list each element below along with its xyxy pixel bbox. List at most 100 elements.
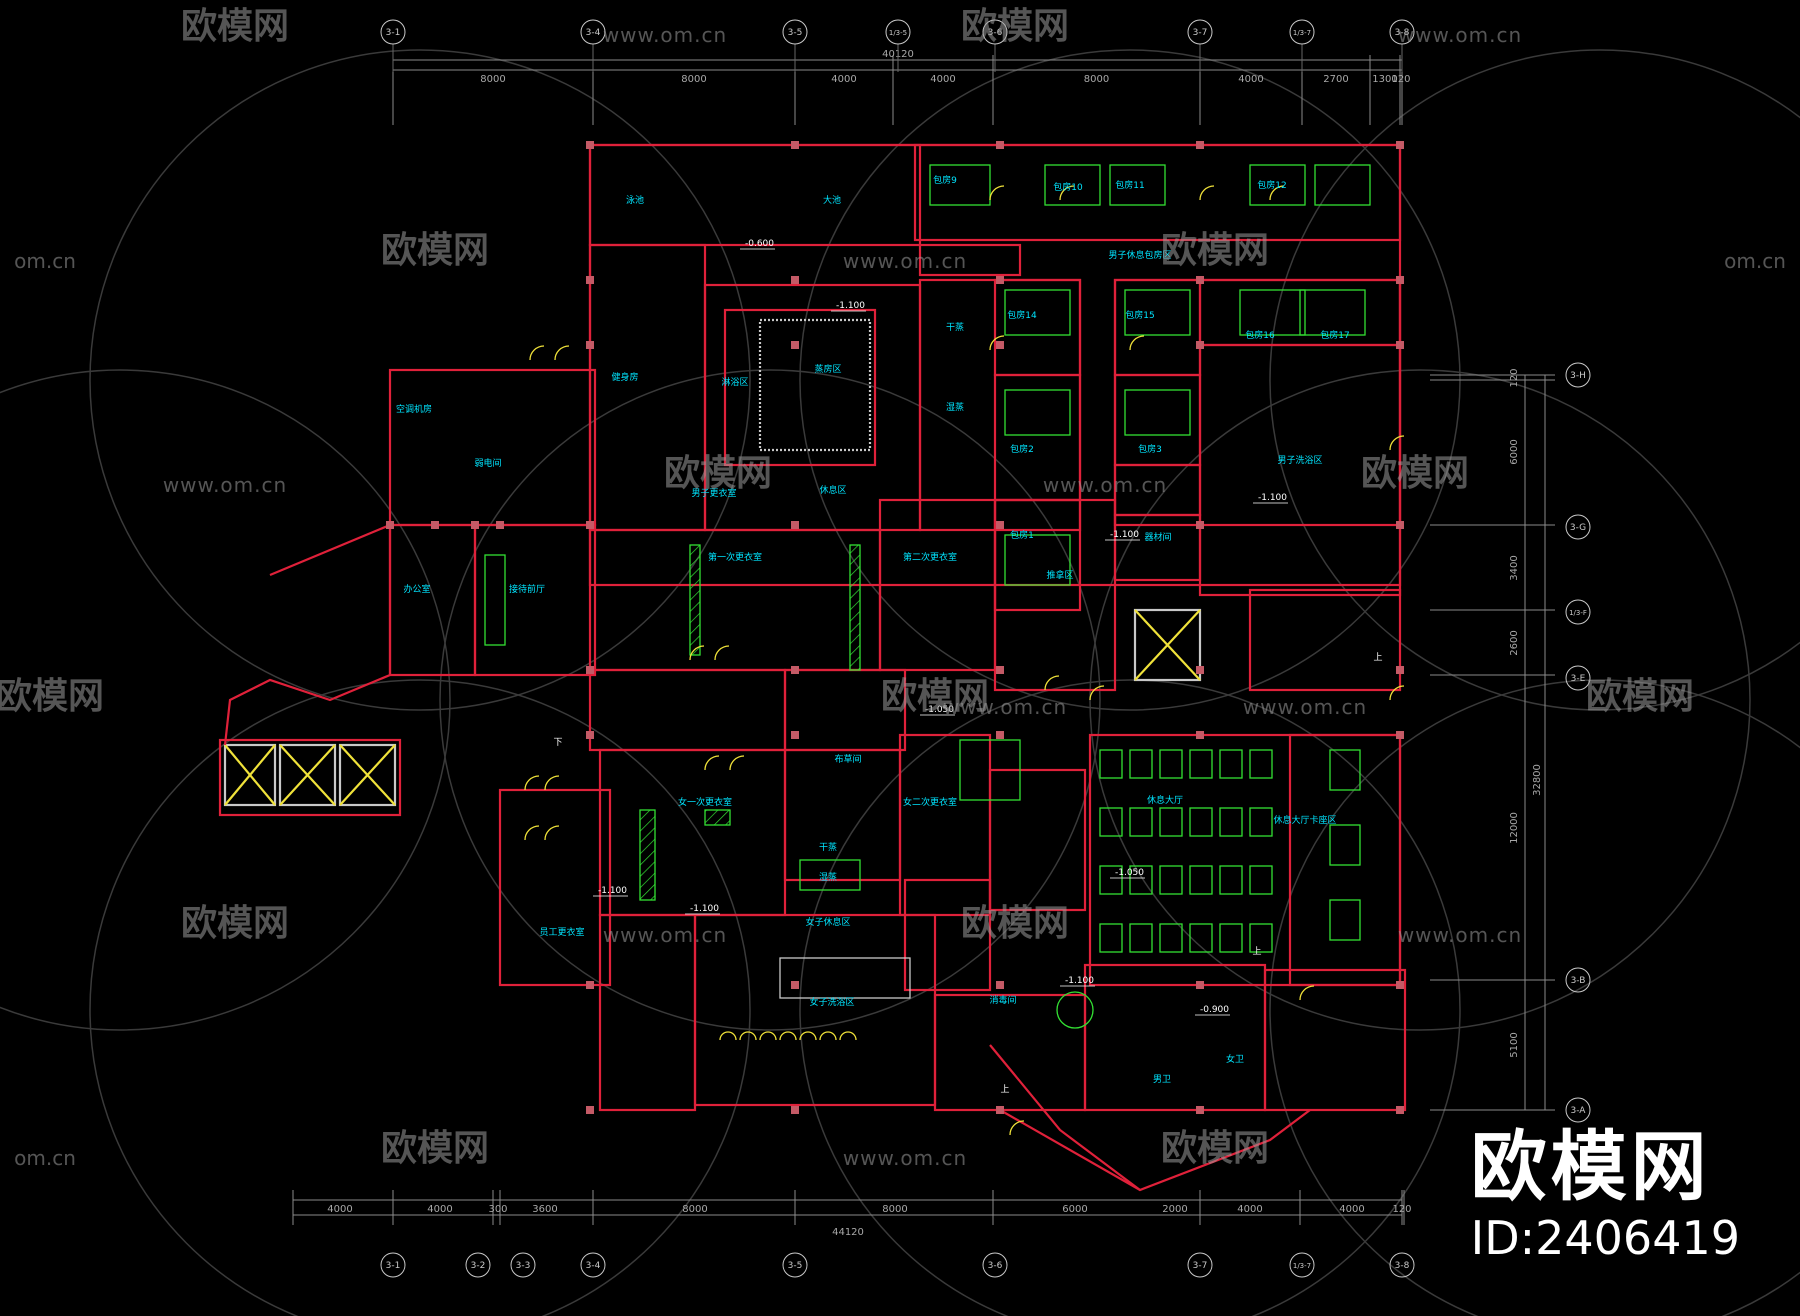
- top-grid-bubble-label: 3-1: [386, 28, 401, 38]
- structural-column: [586, 276, 594, 284]
- watermark-arc: [799, 679, 1461, 1316]
- lounge-chair: [1219, 865, 1243, 895]
- structural-column: [1396, 731, 1404, 739]
- bottom-sub-grid-bubble-label: 1/3-7: [1293, 1262, 1311, 1270]
- structural-column: [791, 666, 799, 674]
- level-marks-layer: -0.600-1.100-1.100-1.100-1.050-1.050-1.1…: [593, 239, 1288, 1016]
- door-swing: [1199, 185, 1215, 201]
- room-label: 包房9: [933, 174, 957, 186]
- structural-column: [791, 1106, 799, 1114]
- watermark-brand: 欧模网: [961, 6, 1069, 47]
- bottom-segment-dimension: 4000: [1237, 1204, 1262, 1215]
- structural-column: [586, 521, 594, 529]
- bed-furniture: [1109, 164, 1166, 206]
- room-label: 女子休息区: [805, 916, 850, 928]
- watermark-brand: 欧模网: [381, 1128, 489, 1169]
- elevator-lobby-wall: [218, 738, 402, 817]
- structural-column: [1196, 521, 1204, 529]
- bottom-grid-bubble: [380, 1252, 406, 1278]
- room-label: 员工更衣室: [539, 926, 584, 938]
- room-label: 空调机房: [396, 403, 432, 415]
- structural-column: [996, 666, 1004, 674]
- door-swing: [1269, 185, 1285, 201]
- structural-column: [996, 341, 1004, 349]
- wall-outline: [1113, 278, 1202, 377]
- watermark-brand: 欧模网: [961, 903, 1069, 944]
- lounge-chair: [1189, 807, 1213, 837]
- wall-outline: [898, 733, 992, 917]
- watermark-url: www.om.cn: [1243, 695, 1367, 719]
- wall-outline: [1288, 733, 1402, 987]
- lounge-chair: [1159, 749, 1183, 779]
- watermark-brand: 欧模网: [0, 676, 104, 717]
- product-id-badge: 欧模网 ID:2406419: [1471, 1128, 1740, 1266]
- card-seat: [1329, 824, 1361, 866]
- right-segment-dimension: 3400: [1509, 555, 1520, 580]
- level-elevation: -1.100: [1110, 530, 1139, 540]
- bottom-grid-bubble: [1187, 1252, 1213, 1278]
- lounge-chair: [1129, 807, 1153, 837]
- structural-column: [791, 521, 799, 529]
- wall-outline: [988, 768, 1087, 912]
- top-grid-bubble-label: 3-7: [1193, 28, 1208, 38]
- room-label: 湿蒸: [819, 871, 837, 883]
- structural-column: [996, 731, 1004, 739]
- watermark-brand: 欧模网: [181, 903, 289, 944]
- card-seat: [1329, 899, 1361, 941]
- lounge-chair: [1249, 749, 1273, 779]
- door-swing: [689, 645, 705, 661]
- watermark-url: www.om.cn: [843, 249, 967, 273]
- structural-column: [1196, 981, 1204, 989]
- door-swing: [704, 755, 720, 771]
- columns-layer: [386, 141, 1404, 1114]
- shower-stall: [779, 1031, 797, 1041]
- structural-column: [586, 666, 594, 674]
- room-label: 休息区: [819, 484, 846, 496]
- top-grid-bubble-label: 3-5: [788, 28, 803, 38]
- room-label: 干蒸: [946, 321, 964, 333]
- watermark-url: www.om.cn: [163, 473, 287, 497]
- structural-column: [791, 341, 799, 349]
- bottom-total-dimension: 44120: [832, 1227, 864, 1238]
- room-label: 第二次更衣室: [903, 551, 957, 563]
- lounge-chair: [1129, 865, 1153, 895]
- right-grid-bubble-label: 3-E: [1571, 674, 1586, 684]
- top-sub-grid-bubble-label: 1/3-5: [889, 29, 907, 37]
- bottom-segment-dimension: 120: [1392, 1204, 1411, 1215]
- stair-direction-label: 上: [1373, 652, 1382, 663]
- bottom-segment-dimension: 2000: [1162, 1204, 1187, 1215]
- door-swing: [1009, 1120, 1025, 1136]
- bed-furniture: [1124, 389, 1191, 436]
- right-segment-dimension: 5100: [1509, 1032, 1520, 1057]
- bottom-grid-bubble-label: 3-2: [471, 1261, 486, 1271]
- right-sub-grid-bubble-label: 1/3-F: [1569, 609, 1587, 617]
- wall-outline: [388, 523, 477, 677]
- lounge-chair: [1189, 749, 1213, 779]
- right-grid-bubble-label: 3-H: [1570, 371, 1586, 381]
- room-label: 泳池: [626, 194, 644, 206]
- door-swing: [544, 775, 560, 791]
- door-swing: [1389, 435, 1405, 451]
- lounge-chair: [1159, 923, 1183, 953]
- counter: [779, 957, 911, 999]
- top-segment-dimension: 2700: [1323, 74, 1348, 85]
- watermark-brand: 欧模网: [1161, 230, 1269, 271]
- elevator-cross: [339, 744, 396, 806]
- top-grid-bubble: [580, 19, 606, 45]
- structural-column: [586, 981, 594, 989]
- structural-column: [386, 521, 394, 529]
- door-swing: [1089, 685, 1105, 701]
- structural-column: [471, 521, 479, 529]
- shower-stall: [739, 1031, 757, 1041]
- bottom-grid-bubble-label: 3-1: [386, 1261, 401, 1271]
- shower-stall: [719, 1031, 737, 1041]
- bottom-sub-grid-bubble: [1289, 1252, 1315, 1278]
- wall-outline: [993, 498, 1117, 692]
- top-segment-dimension: 4000: [930, 74, 955, 85]
- bottom-segment-dimension: 8000: [882, 1204, 907, 1215]
- bottom-segment-dimension: 4000: [1339, 1204, 1364, 1215]
- room-label: 办公室: [403, 583, 430, 595]
- structural-column: [1396, 276, 1404, 284]
- room-label: 男子更衣室: [691, 487, 736, 499]
- structural-column: [1396, 981, 1404, 989]
